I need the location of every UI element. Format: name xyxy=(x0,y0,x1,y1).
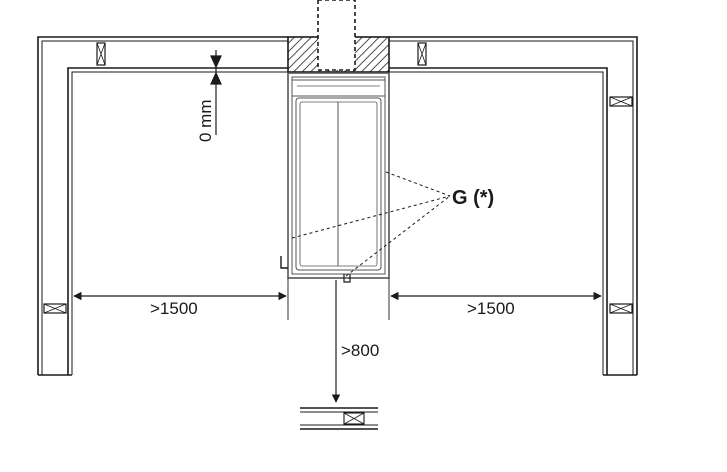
label-clearance-front: >800 xyxy=(341,341,379,360)
gap-leader-lines xyxy=(291,171,451,277)
flue-duct-dashed xyxy=(317,0,356,71)
dim-top-arrow-down xyxy=(210,55,222,69)
gap-leader-2 xyxy=(291,195,451,239)
front-wall-stud xyxy=(343,412,365,425)
room-walls xyxy=(37,36,638,376)
appliance-outer-body xyxy=(287,72,390,279)
front-obstacle-wall xyxy=(300,407,378,430)
wall-studs xyxy=(43,42,633,314)
wall-inner-line xyxy=(67,67,608,375)
door-hinge-bracket xyxy=(280,256,288,269)
wall-outer-line xyxy=(37,36,638,375)
stud-top-right xyxy=(417,42,427,66)
gap-leader-1 xyxy=(385,171,451,197)
gap-leader-3 xyxy=(345,195,451,277)
label-clearance-right: >1500 xyxy=(467,299,515,318)
dimension-top-clearance xyxy=(210,50,222,135)
dim-top-arrow-up xyxy=(210,71,222,85)
wall-middle-line xyxy=(41,40,634,375)
niche-block xyxy=(287,0,390,73)
label-clearance-left: >1500 xyxy=(150,299,198,318)
stud-right-bottom xyxy=(609,303,633,314)
appliance-refrigerator xyxy=(280,72,390,283)
extension-lines xyxy=(287,278,390,320)
stud-right-top xyxy=(609,96,633,107)
appliance-top-panel xyxy=(291,79,386,97)
label-gap-marker: G (*) xyxy=(452,187,494,209)
door-handle-foot xyxy=(343,274,351,283)
label-clearance-top: 0 mm xyxy=(196,100,215,143)
appliance-door-frame xyxy=(295,97,382,271)
stud-top-left xyxy=(96,42,106,66)
stud-left xyxy=(43,303,67,314)
